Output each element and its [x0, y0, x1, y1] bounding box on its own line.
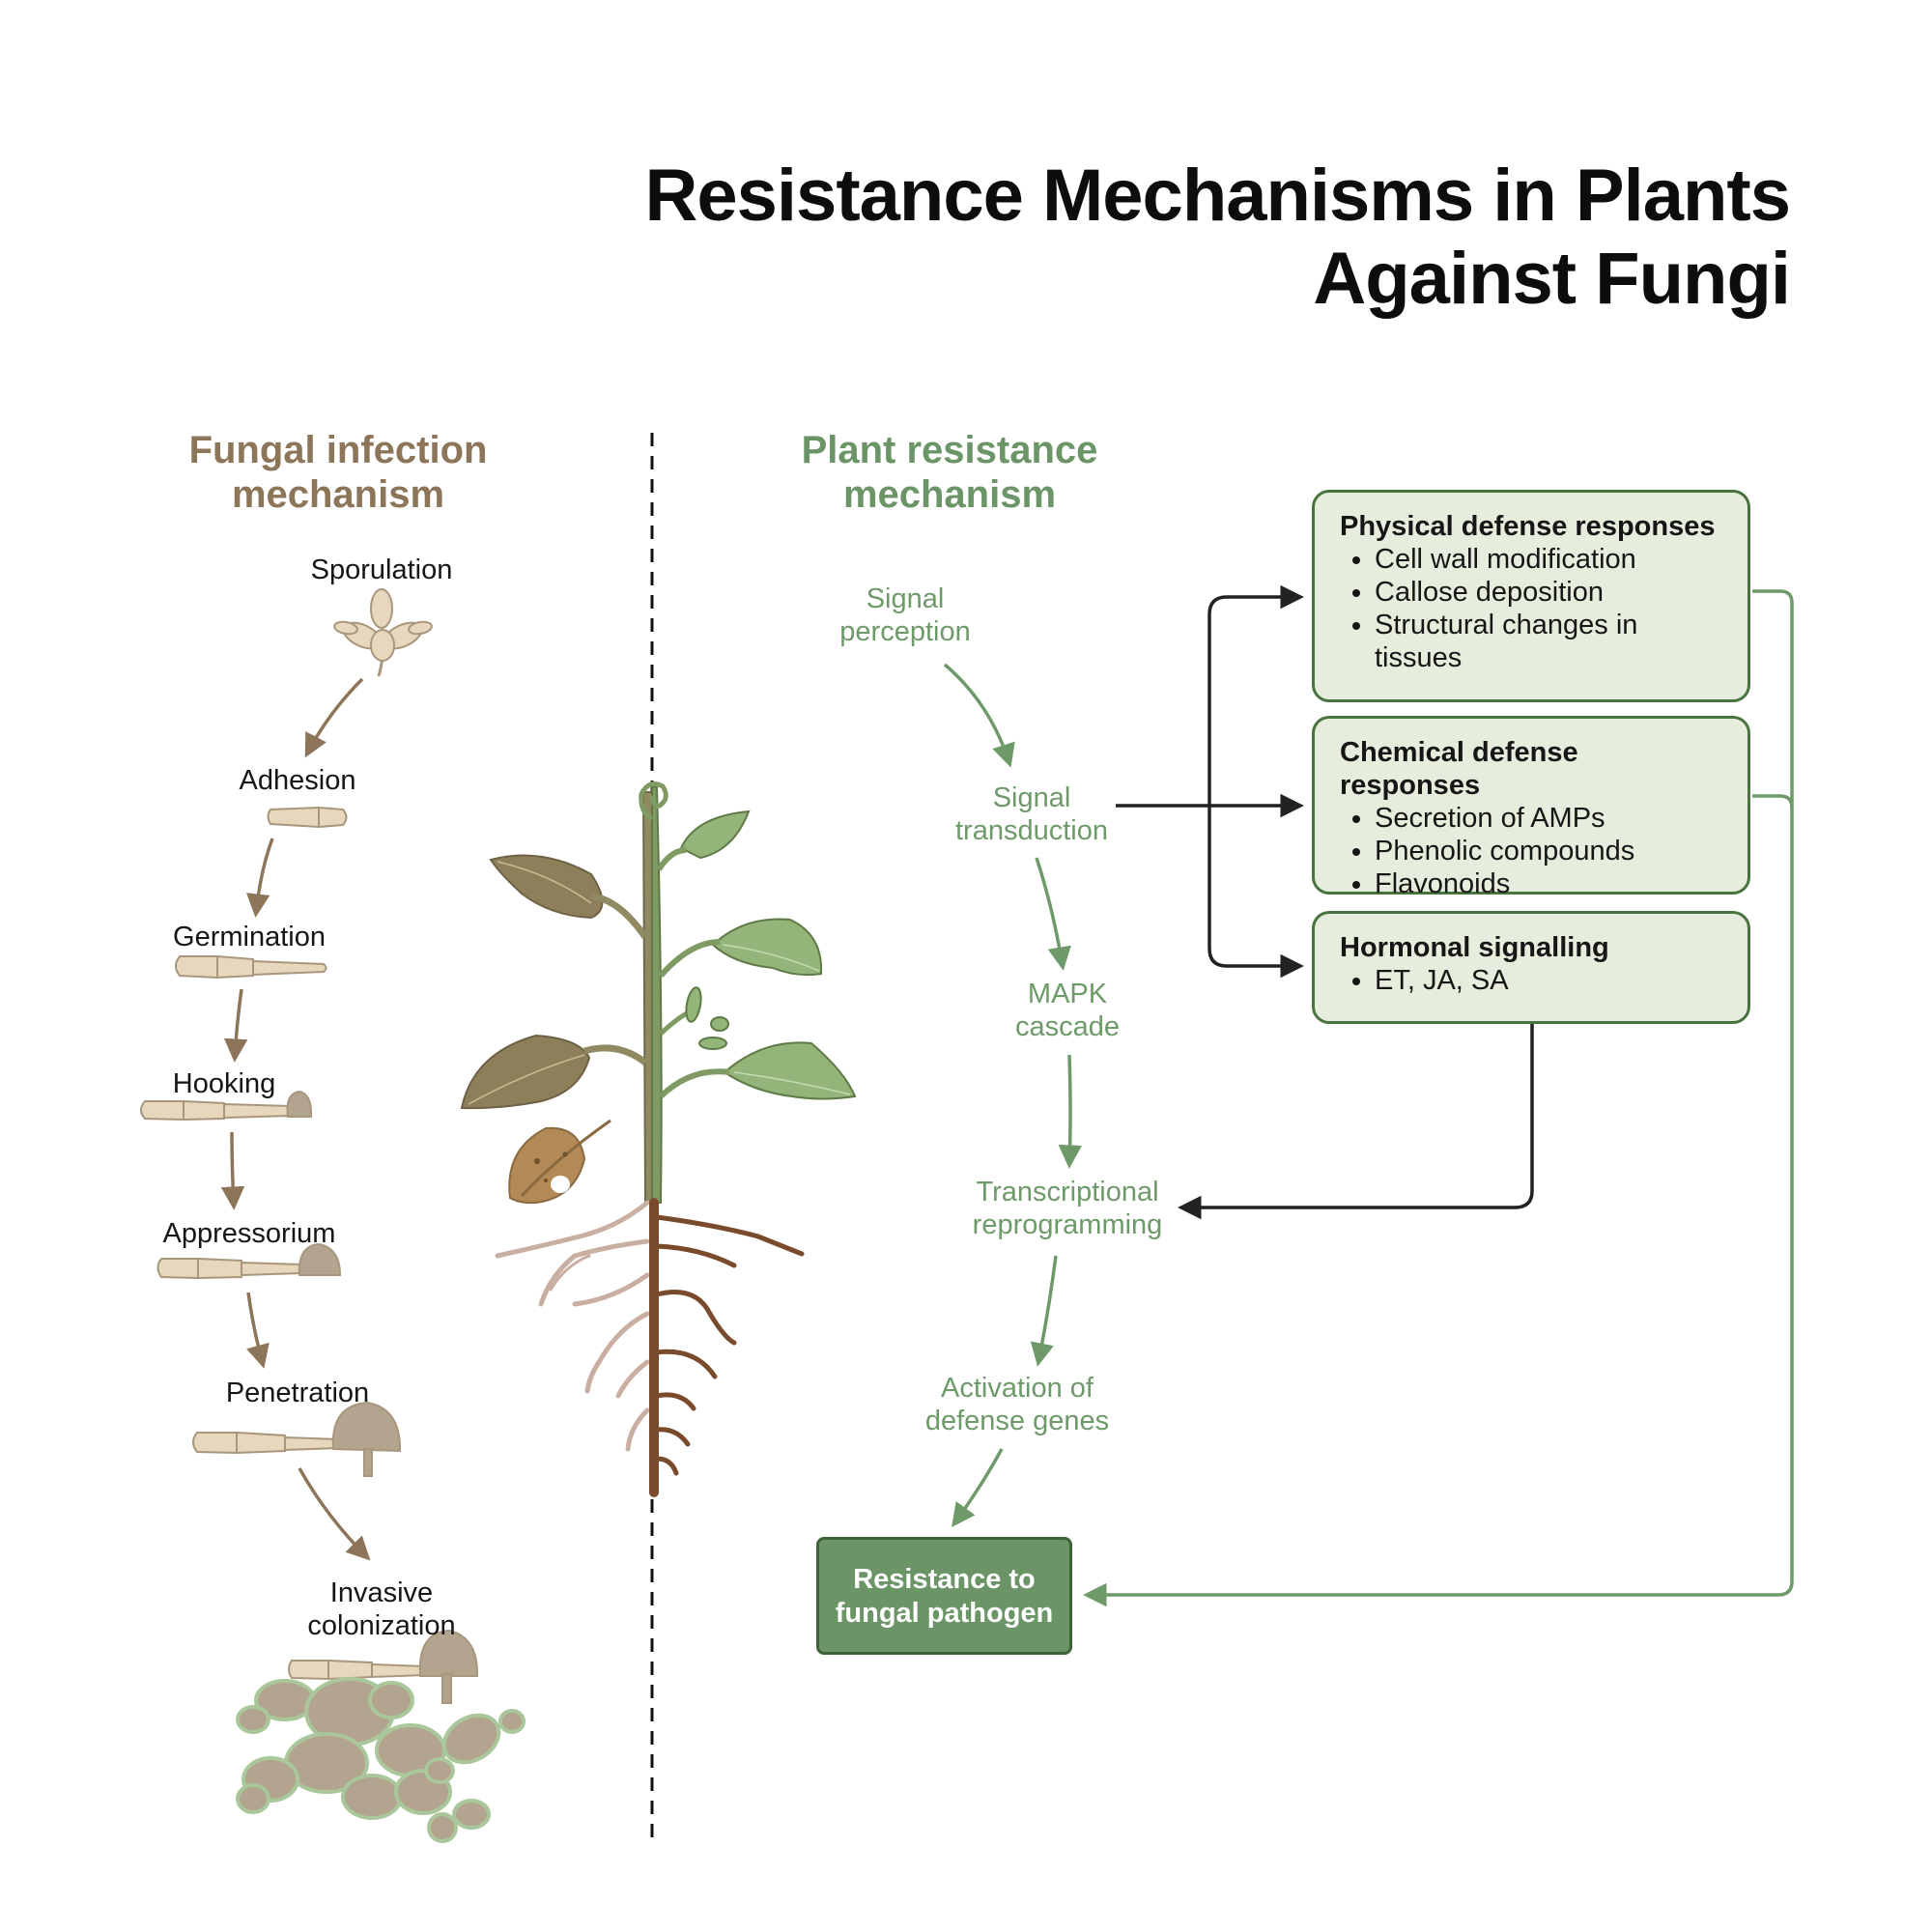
step-transduction-line2: transduction [955, 815, 1108, 846]
leaf-healthy-top [679, 810, 751, 860]
physical-defense-box: Physical defense responses Cell wall mod… [1312, 490, 1750, 702]
hormonal-signalling-title: Hormonal signalling [1340, 932, 1609, 963]
stage-appressorium: Appressorium [162, 1218, 336, 1249]
fungal-arrows [220, 677, 371, 1561]
page-title: Resistance Mechanisms in Plants Against … [534, 155, 1791, 321]
leaf-healthy-middle [711, 918, 823, 977]
leaf-fallen-spotted [508, 1119, 611, 1205]
fungal-heading-line1: Fungal infection [188, 429, 488, 471]
plant-heading-line2: mechanism [842, 473, 1057, 516]
step-activation-line2: defense genes [924, 1406, 1110, 1436]
penetration-icon [192, 1401, 402, 1477]
result-line2: fungal pathogen [835, 1598, 1054, 1629]
list-item: ET, JA, SA [1375, 964, 1724, 997]
leaf-healthy-lower [723, 1041, 857, 1100]
stage-germination: Germination [173, 922, 326, 952]
result-line1: Resistance to [853, 1564, 1036, 1595]
plant-curled-tip [639, 781, 668, 822]
stage-adhesion: Adhesion [239, 765, 356, 796]
fungal-heading-line2: mechanism [231, 473, 445, 516]
plant-roots-left [495, 1200, 650, 1452]
list-item: Callose deposition [1375, 576, 1724, 609]
list-item: Phenolic compounds [1375, 835, 1724, 867]
step-mapk-cascade: MAPK cascade [913, 978, 1222, 1043]
step-activation-defense-genes: Activation of defense genes [863, 1372, 1172, 1437]
physical-defense-title: Physical defense responses [1340, 511, 1716, 542]
resistance-result-box: Resistance to fungal pathogen [816, 1537, 1072, 1655]
hormonal-signalling-box: Hormonal signalling ET, JA, SA [1312, 911, 1750, 1024]
arrow-adhesion-germination [245, 838, 274, 918]
plant-heading-line1: Plant resistance [801, 429, 1098, 471]
arrow-defense-to-resistance [1083, 589, 1794, 1607]
chemical-defense-list: Secretion of AMPs Phenolic compounds Fla… [1340, 802, 1724, 900]
arrow-to-hormonal [1208, 806, 1304, 979]
arrow-mapk-transcriptional [1058, 1054, 1083, 1169]
appressorium-icon [156, 1242, 342, 1280]
step-transcriptional-line2: reprogramming [972, 1209, 1163, 1240]
branch-arrows [1116, 584, 1534, 1220]
step-signal-transduction: Signal transduction [877, 781, 1186, 847]
plant-arrows [943, 589, 1794, 1607]
spore-cluster-icon [333, 588, 433, 677]
stage-invasive-colonization: Invasive colonization [227, 1577, 536, 1642]
arrow-appressorium-penetration [246, 1292, 270, 1369]
arrow-germination-hooking [223, 988, 248, 1063]
plant-roots-right [649, 1198, 805, 1497]
hormonal-signalling-list: ET, JA, SA [1340, 964, 1724, 997]
arrow-activation-resistance [952, 1448, 1004, 1527]
germination-icon [175, 954, 327, 980]
colonization-icon [236, 1629, 526, 1843]
arrow-transduction-mapk [1035, 857, 1071, 971]
page-title-line1: Resistance Mechanisms in Plants [644, 155, 1791, 237]
chemical-defense-box: Chemical defense responses Secretion of … [1312, 716, 1750, 899]
arrow-sporulation-adhesion [304, 677, 364, 758]
plant-illustration [460, 781, 857, 1497]
arrow-hooking-appressorium [220, 1131, 245, 1210]
step-transduction-line1: Signal [992, 782, 1071, 813]
leaf-diseased-lower [460, 1034, 591, 1110]
plant-stem-right [651, 786, 663, 1204]
step-mapk-line2: cascade [1014, 1011, 1120, 1042]
list-item: Flavonoids [1375, 867, 1724, 900]
plant-section-heading: Plant resistance mechanism [747, 428, 1152, 517]
arrow-hormonal-to-transcriptional [1178, 1022, 1534, 1220]
plant-stem-left [641, 791, 653, 1204]
fungal-section-heading: Fungal infection mechanism [135, 428, 541, 517]
list-item: Structural changes in tissues [1375, 609, 1724, 674]
chemical-defense-title: Chemical defense responses [1340, 737, 1578, 801]
arrow-transcriptional-activation [1030, 1255, 1058, 1367]
step-signal-perception: Signal perception [751, 582, 1060, 648]
stage-hooking: Hooking [172, 1068, 276, 1099]
page-title-line2: Against Fungi [1313, 238, 1791, 320]
step-perception-line2: perception [839, 616, 971, 647]
stage-colonization-line1: Invasive [329, 1577, 434, 1608]
adhesion-spore-icon [267, 806, 348, 829]
physical-defense-list: Cell wall modification Callose depositio… [1340, 543, 1724, 674]
arrow-perception-transduction [943, 663, 1015, 768]
list-item: Secretion of AMPs [1375, 802, 1724, 835]
list-item: Cell wall modification [1375, 543, 1724, 576]
step-transcriptional-line1: Transcriptional [976, 1177, 1159, 1208]
arrow-penetration-colonization [298, 1467, 371, 1561]
stage-penetration: Penetration [225, 1378, 370, 1408]
stage-colonization-line2: colonization [307, 1610, 456, 1641]
step-mapk-line1: MAPK [1027, 979, 1108, 1009]
step-activation-line1: Activation of [941, 1373, 1094, 1404]
hooking-icon [140, 1090, 313, 1122]
leaf-diseased-upper [489, 854, 604, 920]
step-transcriptional-reprogramming: Transcriptional reprogramming [913, 1176, 1222, 1241]
arrow-to-physical [1208, 584, 1304, 806]
stage-sporulation: Sporulation [310, 554, 453, 585]
step-perception-line1: Signal [866, 583, 945, 614]
connector-chemical-bracket [1752, 794, 1794, 809]
